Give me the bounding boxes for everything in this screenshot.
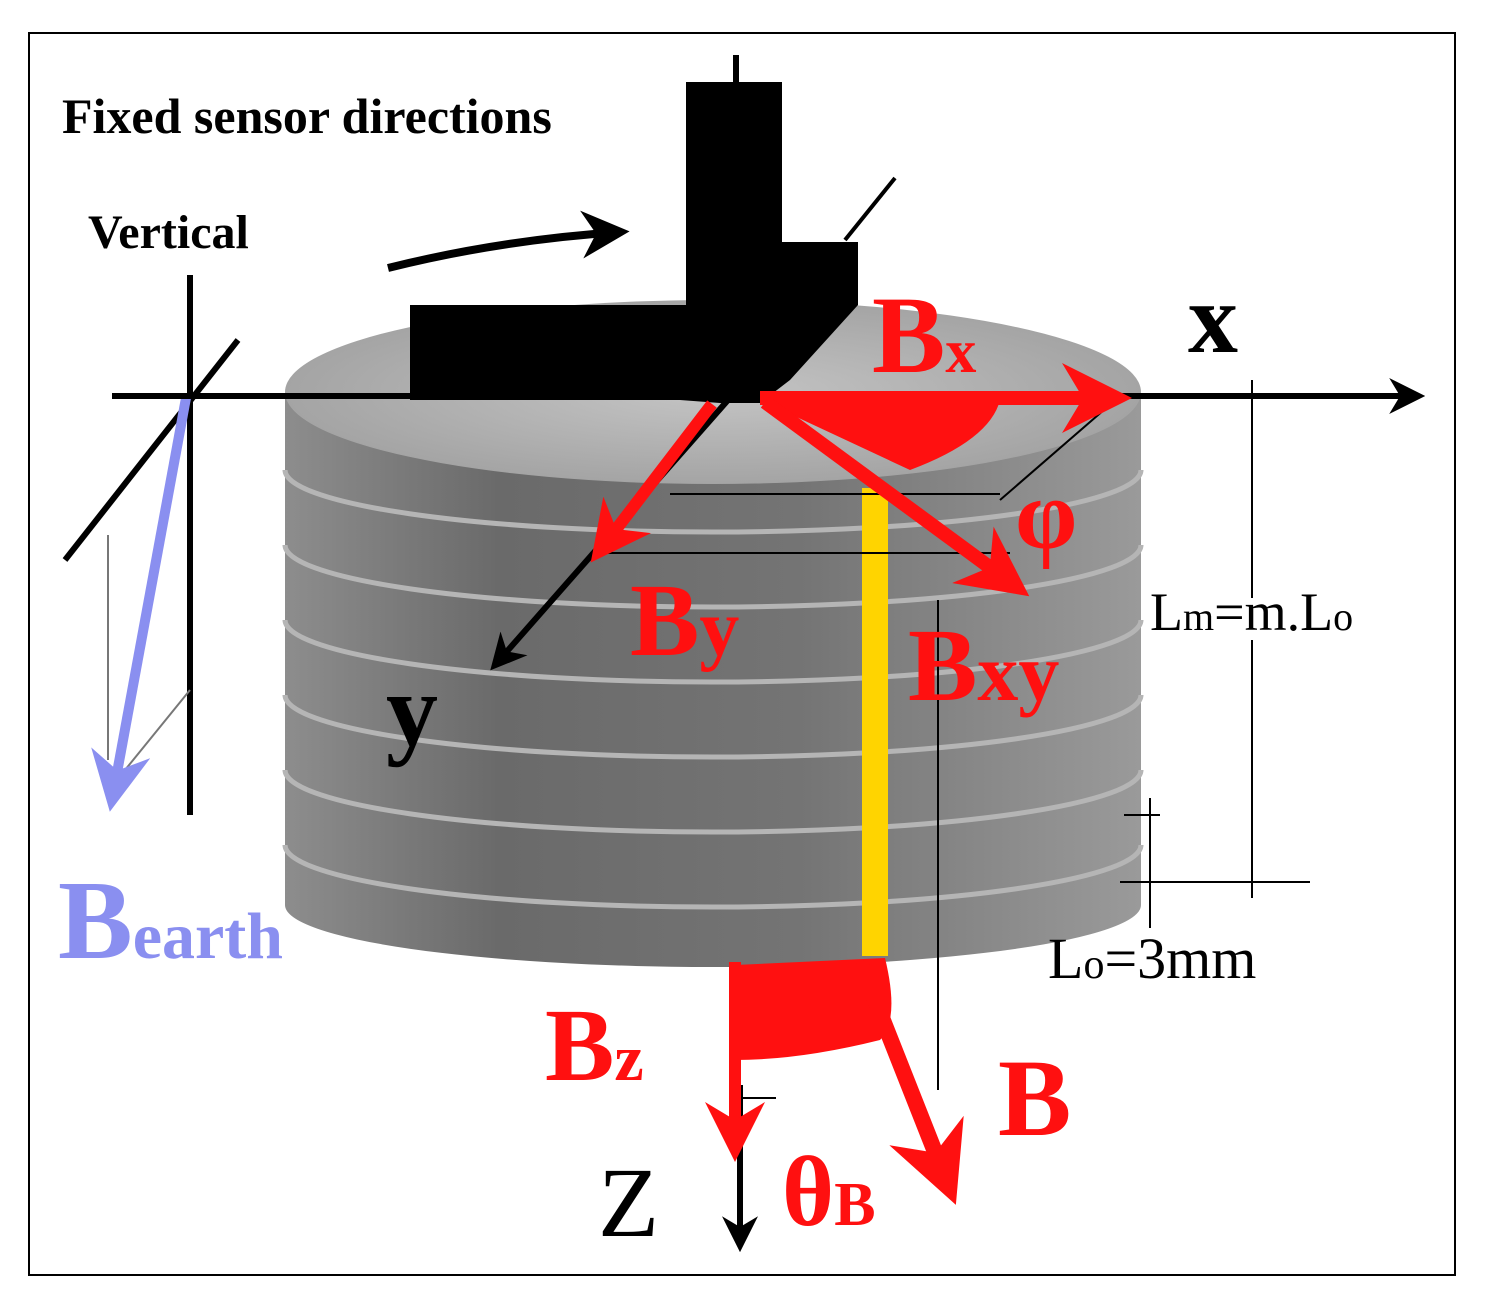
lm-label-sub: m	[1183, 594, 1214, 639]
lm-label: Lm=m.Lo	[1150, 582, 1353, 642]
y-axis-label: y	[386, 653, 438, 768]
phi-sector	[760, 400, 1000, 470]
lo-label: Lo=3mm	[1048, 926, 1256, 991]
bx-label-sub: x	[945, 318, 976, 386]
bxy-label: Bxy	[908, 608, 1059, 723]
bx-label-main: B	[872, 274, 945, 396]
center-axis-line	[862, 488, 888, 956]
theta-label-main: θ	[782, 1136, 834, 1247]
disc-separators	[282, 469, 1144, 910]
bearth-label-sub: earth	[133, 900, 283, 973]
bz-label-main: B	[545, 988, 614, 1103]
bz-label-sub: z	[614, 1022, 643, 1095]
earth-field-arrow	[91, 397, 191, 812]
x-axis-label: x	[1188, 263, 1238, 374]
by-label-sub: y	[699, 585, 739, 673]
lo-label-main: L	[1048, 926, 1083, 991]
lo-label-rest: =3mm	[1104, 926, 1256, 991]
theta-label-sub: B	[834, 1171, 875, 1239]
bearth-label-main: B	[58, 859, 133, 983]
field-vectors	[590, 363, 1132, 1205]
fixed-sensor-label: Fixed sensor directions	[62, 88, 552, 144]
b-label: B	[998, 1037, 1071, 1159]
bxy-label-main: B	[908, 608, 977, 723]
vertical-label: Vertical	[88, 206, 249, 259]
by-label-main: B	[630, 563, 699, 678]
bxy-arrow	[760, 396, 1030, 597]
lm-label-rest-sub: o	[1333, 594, 1353, 639]
bx-label: Bx	[872, 274, 976, 396]
bxy-label-sub: xy	[977, 627, 1059, 718]
phi-label: φ	[1015, 459, 1077, 570]
vertical-reference	[62, 275, 241, 815]
z-axis-label: Z	[598, 1147, 659, 1258]
theta-sector	[735, 958, 892, 1060]
by-arrow	[590, 400, 717, 563]
by-label: By	[630, 563, 739, 678]
lm-label-rest: =m.L	[1214, 582, 1333, 642]
sensor-icon	[410, 55, 897, 403]
theta-label: θB	[782, 1136, 876, 1247]
bz-label: Bz	[545, 988, 644, 1103]
bearth-label: Bearth	[58, 859, 283, 983]
rotation-arrow	[387, 210, 630, 272]
lm-label-main: L	[1150, 582, 1183, 642]
dimension-lines	[1120, 380, 1310, 928]
lo-label-sub: o	[1083, 942, 1104, 988]
b-arrow	[852, 959, 964, 1205]
